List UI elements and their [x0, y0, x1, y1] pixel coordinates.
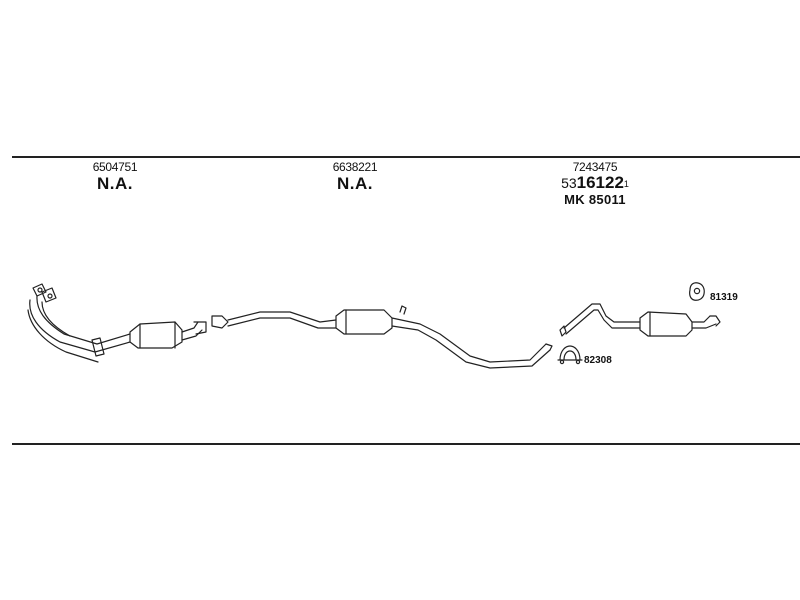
hanger-part-label: 81319 — [710, 292, 738, 303]
alt-code-prefix: 53 — [561, 175, 577, 191]
front-pipe-column: 6504751 N.A. — [60, 160, 170, 194]
part-number: 6504751 — [92, 160, 138, 174]
front-pipe-assembly — [27, 283, 207, 363]
availability-status: N.A. — [337, 174, 373, 193]
middle-pipe-assembly — [211, 305, 553, 369]
availability-status: N.A. — [97, 174, 133, 193]
clamp-part-label: 82308 — [584, 355, 612, 366]
rubber-hanger-icon — [689, 282, 705, 301]
mk-code: MK 85011 — [564, 192, 626, 207]
alt-code-main: 16122 — [576, 173, 624, 192]
alt-part-code: 53161221 — [530, 174, 660, 192]
top-divider — [12, 156, 800, 158]
rear-silencer-assembly — [559, 303, 721, 337]
part-number: 6638221 — [332, 160, 378, 174]
rear-silencer-column: 7243475 53161221 MK 85011 — [530, 160, 660, 208]
clamp-icon — [557, 345, 583, 365]
bottom-divider — [12, 443, 800, 445]
middle-pipe-column: 6638221 N.A. — [300, 160, 410, 194]
part-number: 7243475 — [572, 160, 618, 174]
alt-code-suffix: 1 — [623, 179, 629, 189]
